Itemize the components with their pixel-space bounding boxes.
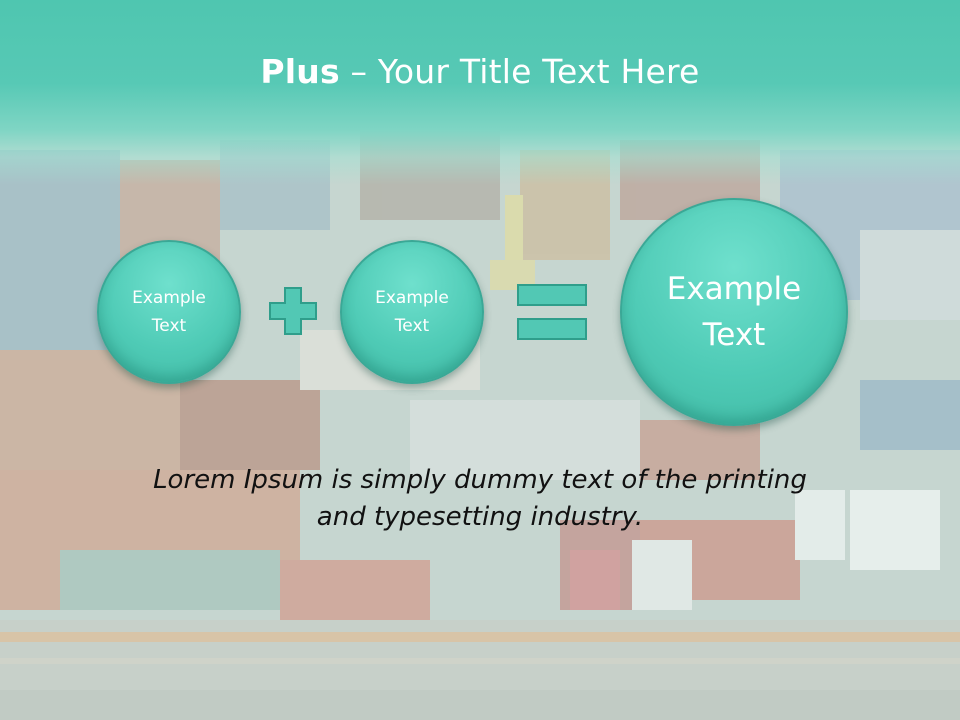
equals-icon — [517, 284, 587, 340]
title-bold: Plus — [260, 52, 340, 91]
plus-icon — [269, 287, 317, 335]
middle-circle[interactable]: Example Text — [340, 240, 484, 384]
title-rest: – Your Title Text Here — [339, 52, 700, 91]
result-circle[interactable]: Example Text — [620, 198, 848, 426]
title-band — [0, 0, 960, 185]
middle-circle-text: Example Text — [375, 288, 449, 336]
body-text: Lorem Ipsum is simply dummy text of the … — [153, 465, 807, 532]
left-circle[interactable]: Example Text — [97, 240, 241, 384]
left-circle-text: Example Text — [132, 288, 206, 336]
slide-title: Plus – Your Title Text Here — [0, 52, 960, 91]
result-circle-text: Example Text — [666, 271, 802, 353]
